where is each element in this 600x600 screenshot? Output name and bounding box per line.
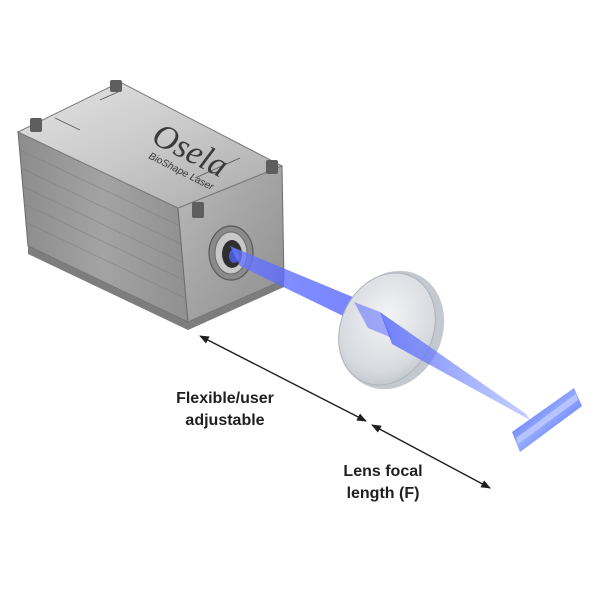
top-engravings [54,91,241,179]
focusing-beam [380,312,530,420]
laser-housing: Osela BioShape Laser [16,80,285,330]
housing-top-face [16,81,284,209]
flexible-distance-label: Flexible/user adjustable [150,388,300,432]
beam-on-lens [354,302,392,338]
flexible-distance-arrow [199,335,367,422]
focused-line-spot [512,388,582,452]
focal-length-arrow [371,424,491,489]
flexible-label-line-2: adjustable [185,412,265,429]
focal-label-line-2: length (F) [346,485,420,502]
focal-length-label: Lens focal length (F) [318,461,448,505]
flexible-label-line-1: Flexible/user [176,390,274,407]
housing-base-plate [28,246,284,330]
housing-grooves [19,149,186,299]
housing-corner-notches [30,80,278,218]
collimated-beam [230,246,372,330]
focal-label-line-1: Lens focal [343,463,423,480]
